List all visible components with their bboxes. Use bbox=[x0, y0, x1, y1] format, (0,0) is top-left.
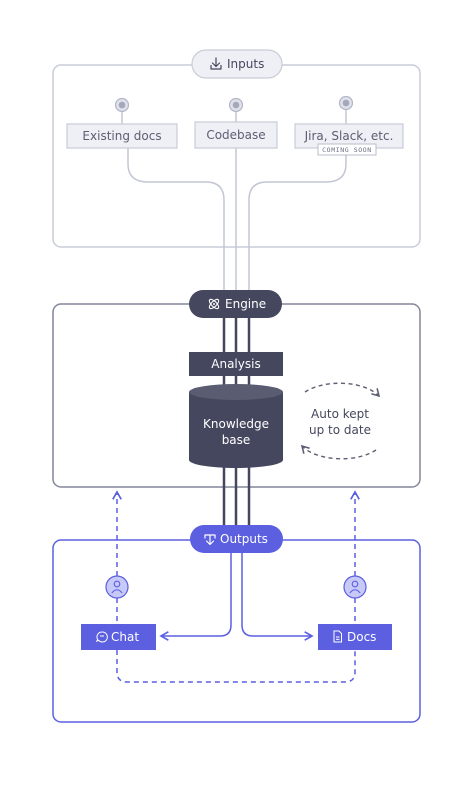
knowledge-base-label-line2: base bbox=[222, 433, 251, 447]
knowledge-base-cylinder: Knowledge base bbox=[189, 384, 283, 468]
source-node-existing-docs bbox=[114, 97, 130, 124]
source-label-codebase: Codebase bbox=[206, 128, 265, 142]
chat-label: Chat bbox=[111, 630, 139, 644]
analysis-box: Analysis bbox=[189, 352, 283, 376]
analysis-label: Analysis bbox=[211, 357, 260, 371]
chat-box: Chat bbox=[81, 624, 156, 650]
coming-soon-label: COMING SOON bbox=[322, 146, 372, 154]
cycle-arrow-bottom bbox=[300, 444, 377, 460]
document-icon bbox=[333, 630, 342, 643]
source-label-jira-slack: Jira, Slack, etc. bbox=[304, 129, 394, 143]
engine-pill: Engine bbox=[189, 290, 282, 318]
user-icon-left bbox=[105, 575, 129, 599]
upload-icon bbox=[204, 534, 216, 546]
arrow-to-docs bbox=[241, 552, 314, 641]
input-connectors bbox=[127, 148, 347, 300]
cycle-label-line1: Auto kept bbox=[311, 407, 369, 421]
outputs-title: Outputs bbox=[220, 532, 268, 546]
coming-soon-badge: COMING SOON bbox=[317, 143, 377, 156]
source-node-codebase bbox=[228, 97, 244, 122]
knowledge-base-label-line1: Knowledge bbox=[203, 417, 269, 431]
source-box-codebase: Codebase bbox=[194, 121, 278, 149]
docs-box: Docs bbox=[318, 624, 392, 650]
atom-icon bbox=[208, 298, 220, 310]
cycle-label-line2: up to date bbox=[309, 423, 371, 437]
chat-bubble-icon bbox=[95, 631, 108, 643]
inputs-title: Inputs bbox=[227, 57, 264, 71]
feedback-link-chat-docs bbox=[116, 650, 356, 683]
outputs-pill: Outputs bbox=[190, 525, 283, 553]
auto-update-cycle: Auto kept up to date bbox=[300, 382, 381, 460]
download-icon bbox=[210, 57, 222, 70]
inputs-section: Existing docs Codebase Jira, Slack, etc.… bbox=[52, 49, 421, 300]
user-icon-right bbox=[343, 575, 367, 599]
engine-section: Analysis Knowledge base Auto kept up to … bbox=[52, 290, 421, 528]
source-box-existing-docs: Existing docs bbox=[66, 123, 178, 149]
source-node-jira-slack bbox=[338, 95, 354, 124]
outputs-section: Chat Docs Outputs bbox=[52, 490, 421, 723]
cycle-arrow-top bbox=[304, 382, 381, 398]
docs-label: Docs bbox=[347, 630, 376, 644]
engine-title: Engine bbox=[225, 297, 266, 311]
inputs-pill: Inputs bbox=[191, 49, 283, 79]
source-box-jira-slack: Jira, Slack, etc. bbox=[294, 123, 404, 149]
source-label-existing-docs: Existing docs bbox=[82, 129, 161, 143]
arrow-to-chat bbox=[159, 552, 232, 641]
